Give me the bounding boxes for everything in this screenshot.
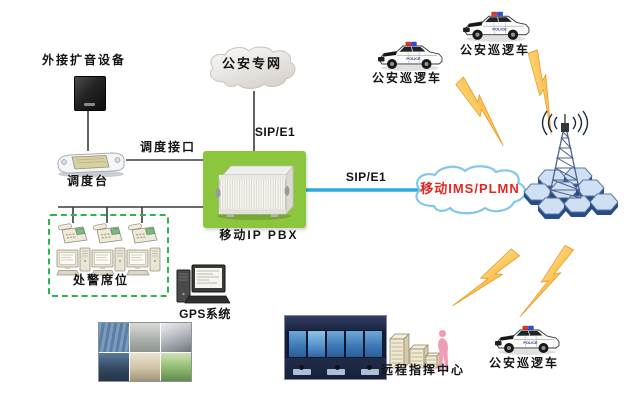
label-gps-system: GPS系统 bbox=[179, 307, 231, 321]
label-patrol-car-1: 公安巡逻车 bbox=[459, 43, 531, 57]
label-sip-e1-mobile: SIP/E1 bbox=[345, 170, 387, 184]
label-dispatch-console: 调度台 bbox=[66, 174, 110, 188]
label-patrol-car-2: 公安巡逻车 bbox=[371, 71, 443, 85]
cc-operator bbox=[299, 365, 304, 370]
phone-icon bbox=[92, 221, 126, 245]
pbx-chassis-icon bbox=[215, 164, 294, 220]
cc-operator bbox=[367, 365, 372, 370]
label-external-speaker: 外接扩音设备 bbox=[41, 53, 127, 67]
phone-icon bbox=[57, 221, 91, 245]
buildings-and-person-icon bbox=[389, 329, 449, 371]
video-wall bbox=[98, 322, 192, 382]
label-patrol-car-3: 公安巡逻车 bbox=[488, 356, 560, 370]
cc-desk bbox=[293, 369, 311, 375]
cc-desk bbox=[327, 369, 345, 375]
workstation-icon bbox=[126, 247, 162, 277]
phone-icon bbox=[127, 221, 161, 245]
cc-screen-wall bbox=[288, 330, 383, 358]
person-icon bbox=[438, 329, 449, 371]
buildings-icon bbox=[389, 333, 441, 369]
hexagon-cells bbox=[523, 167, 618, 220]
lightning-icon bbox=[452, 243, 520, 319]
lightning-icon bbox=[449, 76, 518, 147]
video-wall-cell bbox=[99, 323, 129, 352]
label-remote-command-center: 远程指挥中心 bbox=[380, 363, 466, 377]
label-sip-e1-top: SIP/E1 bbox=[254, 125, 296, 139]
label-mobile-ims-plmn: 移动IMS/PLMN bbox=[420, 181, 520, 196]
patrol-car-icon bbox=[375, 38, 445, 73]
video-wall-cell bbox=[130, 323, 160, 352]
radio-tower-icon bbox=[541, 110, 589, 199]
video-wall-cell bbox=[130, 352, 160, 381]
mobile-ims-cloud bbox=[415, 165, 527, 215]
gps-computer-icon bbox=[176, 264, 231, 304]
label-dispatch-interface: 调度接口 bbox=[139, 140, 197, 154]
radio-waves-icon bbox=[541, 110, 589, 136]
label-pbx: 移动IP PBX bbox=[219, 228, 299, 242]
cc-ceiling bbox=[285, 316, 386, 331]
pbx-panel bbox=[203, 151, 306, 228]
label-police-network: 公安专网 bbox=[221, 56, 283, 71]
cc-operator bbox=[335, 365, 340, 370]
cc-desk bbox=[361, 369, 379, 375]
dispatch-console-icon bbox=[57, 152, 125, 178]
lightning-icon bbox=[519, 241, 575, 326]
video-wall-cell bbox=[161, 352, 191, 381]
video-wall-cell bbox=[161, 323, 191, 352]
label-dispatch-seats: 处警席位 bbox=[72, 273, 130, 287]
patrol-car-icon bbox=[492, 322, 562, 357]
base-station-icon bbox=[523, 110, 618, 220]
speaker-icon bbox=[74, 76, 106, 111]
police-network-cloud bbox=[210, 46, 296, 89]
speaker-grille bbox=[84, 103, 95, 106]
dispatch-seats-group bbox=[48, 214, 169, 297]
patrol-car-icon bbox=[460, 8, 532, 44]
command-center-photo bbox=[284, 315, 387, 380]
video-wall-cell bbox=[99, 352, 129, 381]
